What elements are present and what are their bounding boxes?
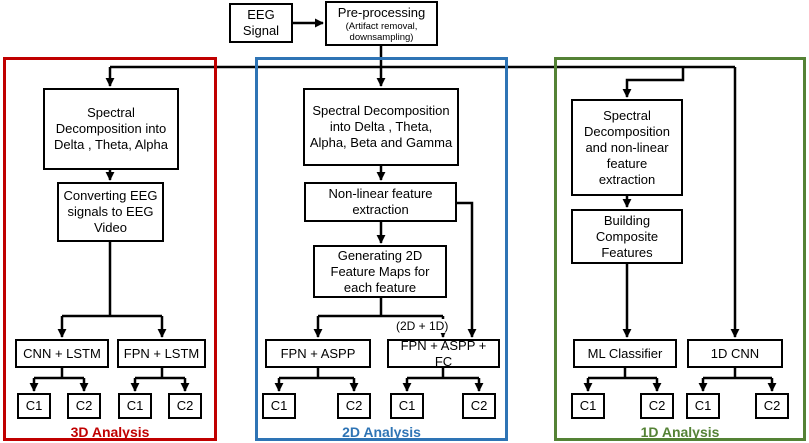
spectral-3d-line-3: Delta , Theta, Alpha [54, 137, 168, 152]
converting-line-3: Video [93, 220, 127, 235]
1d-cnn-node: 1D CNN [687, 339, 783, 368]
spectral-1d-line-5: extraction [598, 171, 656, 187]
fpn-aspp-node: FPN + ASPP [265, 339, 371, 368]
edge-nonlinear-to-fpn-aspp-fc [457, 201, 477, 338]
c2-node-fpn-lstm: C2 [168, 393, 202, 419]
spectral-3d-line-1: Spectral [87, 105, 135, 120]
edge-to-spectral-1d [622, 67, 685, 98]
nonlinear-2d-line-2: extraction [352, 202, 409, 217]
generating-line-3: each feature [343, 279, 417, 295]
panel-1d-analysis [554, 57, 806, 441]
c2-label: C2 [345, 398, 363, 413]
generating-line-1: Generating 2D [337, 247, 423, 263]
c2-node-cnn-lstm: C2 [67, 393, 101, 419]
c1-node-ml-classifier: C1 [571, 393, 605, 419]
cnn-lstm-label: CNN + LSTM [23, 345, 101, 361]
spectral-1d-line-1: Spectral [603, 107, 651, 123]
eeg-signal-line-1: EEG [247, 7, 275, 22]
generating-line-2: Feature Maps for [330, 263, 430, 279]
c1-label: C1 [25, 398, 43, 413]
1d-cnn-label: 1D CNN [710, 345, 760, 361]
c2-node-fpn-aspp: C2 [337, 393, 371, 419]
building-line-1: Building [603, 212, 651, 228]
c2-label: C2 [648, 398, 666, 413]
cnn-lstm-node: CNN + LSTM [15, 339, 109, 368]
edge-label-2d-1d: (2D + 1D) [396, 319, 449, 333]
fpn-lstm-node: FPN + LSTM [117, 339, 206, 368]
spectral-2d-node: Spectral Decomposition into Delta , Thet… [303, 88, 459, 166]
panel-title-2d: 2D Analysis [342, 424, 421, 440]
converting-eeg-video-node: Converting EEG signals to EEG Video [57, 182, 164, 242]
c2-node-fpn-aspp-fc: C2 [462, 393, 496, 419]
c2-node-ml-classifier: C2 [640, 393, 674, 419]
preprocessing-title: Pre-processing [337, 4, 426, 20]
spectral-1d-line-2: Decomposition [584, 123, 670, 139]
building-composite-node: Building Composite Features [571, 209, 683, 264]
nonlinear-2d-node: Non-linear feature extraction [304, 182, 457, 222]
spectral-2d-line-2: into Delta , Theta, [329, 119, 433, 134]
c1-label: C1 [398, 398, 416, 413]
spectral-3d-node: Spectral Decomposition into Delta , Thet… [43, 88, 179, 170]
converting-line-1: Converting EEG [63, 188, 158, 203]
generating-2d-maps-node: Generating 2D Feature Maps for each feat… [313, 245, 447, 298]
building-line-3: Features [601, 244, 653, 260]
spectral-2d-line-3: Alpha, Beta and Gamma [309, 135, 453, 150]
c1-label: C1 [270, 398, 288, 413]
preprocessing-sub-2: downsampling) [349, 31, 414, 43]
spectral-2d-line-1: Spectral Decomposition [312, 103, 450, 118]
panel-title-3d: 3D Analysis [70, 424, 150, 440]
c1-label: C1 [579, 398, 597, 413]
c1-label: C1 [694, 398, 712, 413]
c1-node-1d-cnn: C1 [686, 393, 720, 419]
converting-line-2: signals to EEG [67, 204, 154, 219]
nonlinear-2d-line-1: Non-linear feature [328, 186, 433, 201]
spectral-3d-line-2: Decomposition into [55, 121, 167, 136]
spectral-1d-line-3: and non-linear [585, 139, 669, 155]
spectral-1d-line-4: feature [606, 155, 648, 171]
c1-label: C1 [126, 398, 144, 413]
c1-node-cnn-lstm: C1 [17, 393, 51, 419]
panel-title-1d: 1D Analysis [640, 424, 720, 440]
c2-label: C2 [763, 398, 781, 413]
fpn-lstm-label: FPN + LSTM [123, 345, 200, 361]
c2-node-1d-cnn: C2 [755, 393, 789, 419]
fpn-aspp-label: FPN + ASPP [280, 345, 356, 361]
c1-node-fpn-aspp: C1 [262, 393, 296, 419]
panel-2d-analysis [255, 57, 508, 441]
c1-node-fpn-lstm: C1 [118, 393, 152, 419]
preprocessing-sub-1: (Artifact removal, [345, 20, 418, 32]
panel-3d-analysis [3, 57, 217, 441]
eeg-signal-node: EEG Signal [229, 3, 293, 43]
c2-label: C2 [75, 398, 93, 413]
c1-node-fpn-aspp-fc: C1 [390, 393, 424, 419]
ml-classifier-label: ML Classifier [587, 345, 663, 361]
c2-label: C2 [176, 398, 194, 413]
fpn-aspp-fc-node: FPN + ASPP + FC [387, 337, 500, 369]
building-line-2: Composite [595, 228, 659, 244]
spectral-1d-node: Spectral Decomposition and non-linear fe… [571, 99, 683, 196]
c2-label: C2 [470, 398, 488, 413]
fpn-aspp-fc-label: FPN + ASPP + FC [400, 337, 487, 369]
ml-classifier-node: ML Classifier [573, 339, 677, 368]
preprocessing-node: Pre-processing (Artifact removal, downsa… [325, 1, 438, 46]
eeg-signal-line-2: Signal [242, 23, 280, 38]
